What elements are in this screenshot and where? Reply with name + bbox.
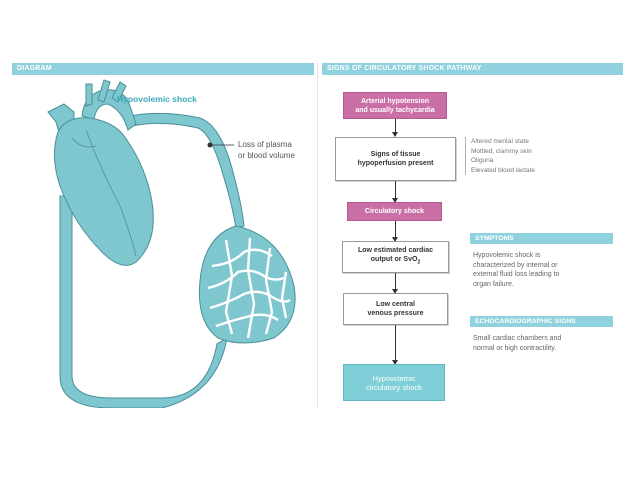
flow-arrow-3 xyxy=(392,221,398,242)
capillary-bed xyxy=(198,225,296,344)
symptoms-line: Hypovolemic shock is xyxy=(473,252,541,259)
flow-step-1-line-2: and usually tachycardia xyxy=(355,106,435,114)
flow-step-3-label: Circulatory shock xyxy=(364,208,425,215)
flow-step-circulatory-shock: Circulatory shock xyxy=(347,202,442,221)
tissue-signs-list: Altered mental state Mottled, clammy ski… xyxy=(465,137,535,176)
heart-detail-lines xyxy=(71,129,137,257)
symptoms-heading: SYMPTOMS xyxy=(470,233,613,244)
flow-step-2-line-2: hypoperfusion present xyxy=(357,160,434,167)
loss-point-marker xyxy=(207,142,213,148)
symptoms-line: characterized by internal or xyxy=(473,261,558,269)
tissue-sign-item: Mottled, clammy skin xyxy=(471,147,532,155)
aorta-arch xyxy=(81,89,137,131)
echo-line: Small cardiac chambers and xyxy=(473,335,562,342)
tissue-sign-item: Elevated blood lactate xyxy=(471,166,535,174)
echo-line: normal or high contractility. xyxy=(473,344,557,352)
flow-arrow-5 xyxy=(392,325,398,365)
diagram-section-header: DIAGRAM xyxy=(12,63,314,75)
flow-step-2-line-1: Signs of tissue xyxy=(370,151,421,158)
flow-step-6-line-2: circulatory shock xyxy=(366,382,422,392)
heart-body xyxy=(54,117,154,266)
tissue-sign-item: Oliguria xyxy=(471,157,494,165)
diagram-title: Hypovolemic shock xyxy=(117,94,197,104)
callout-text-line2: or blood volume xyxy=(238,151,295,160)
flow-step-5-line-1: Low central xyxy=(376,301,415,308)
flow-step-low-cardiac-output: Low estimated cardiac output or SvO2 xyxy=(342,241,449,273)
flow-arrow-1 xyxy=(392,119,398,137)
section-divider xyxy=(317,63,318,408)
flow-arrow-2 xyxy=(392,181,398,203)
symptoms-line: organ failure. xyxy=(473,280,514,288)
flow-step-low-venous-pressure: Low central venous pressure xyxy=(343,293,448,325)
callout-text-line1: Loss of plasma xyxy=(238,140,292,149)
flow-step-arterial-hypotension: Arterial hypotension and usually tachyca… xyxy=(343,92,447,119)
echo-signs-text: Small cardiac chambers and normal or hig… xyxy=(473,334,613,353)
flow-step-6-line-1: Hypovolemic xyxy=(372,373,416,383)
flow-step-4-subscript: 2 xyxy=(417,259,421,266)
flow-step-1-line-1: Arterial hypotension xyxy=(360,97,430,105)
flow-step-4-line-1: Low estimated cardiac xyxy=(357,247,434,255)
great-vessels xyxy=(85,79,127,107)
tissue-sign-item: Altered mental state xyxy=(471,138,529,145)
flow-step-tissue-hypoperfusion: Signs of tissue hypoperfusion present xyxy=(335,137,456,181)
flow-step-5-line-2: venous pressure xyxy=(367,310,424,317)
flow-arrow-4 xyxy=(392,273,398,294)
pathway-section-header: SIGNS OF CIRCULATORY SHOCK PATHWAY xyxy=(322,63,623,75)
symptoms-text: Hypovolemic shock is characterized by in… xyxy=(473,251,613,289)
symptoms-line: external fluid loss leading to xyxy=(473,271,560,278)
capillary-network xyxy=(207,237,291,339)
flow-step-4-line-2: output or SvO xyxy=(370,256,418,264)
hypovolemic-shock-illustration xyxy=(47,79,296,408)
heart xyxy=(47,79,154,266)
flow-step-hypovolemic-circulatory-shock: Hypovolemic circulatory shock xyxy=(343,364,445,401)
echo-signs-heading: ECHOCARDIOGRAPHIC SIGNS xyxy=(470,316,613,327)
